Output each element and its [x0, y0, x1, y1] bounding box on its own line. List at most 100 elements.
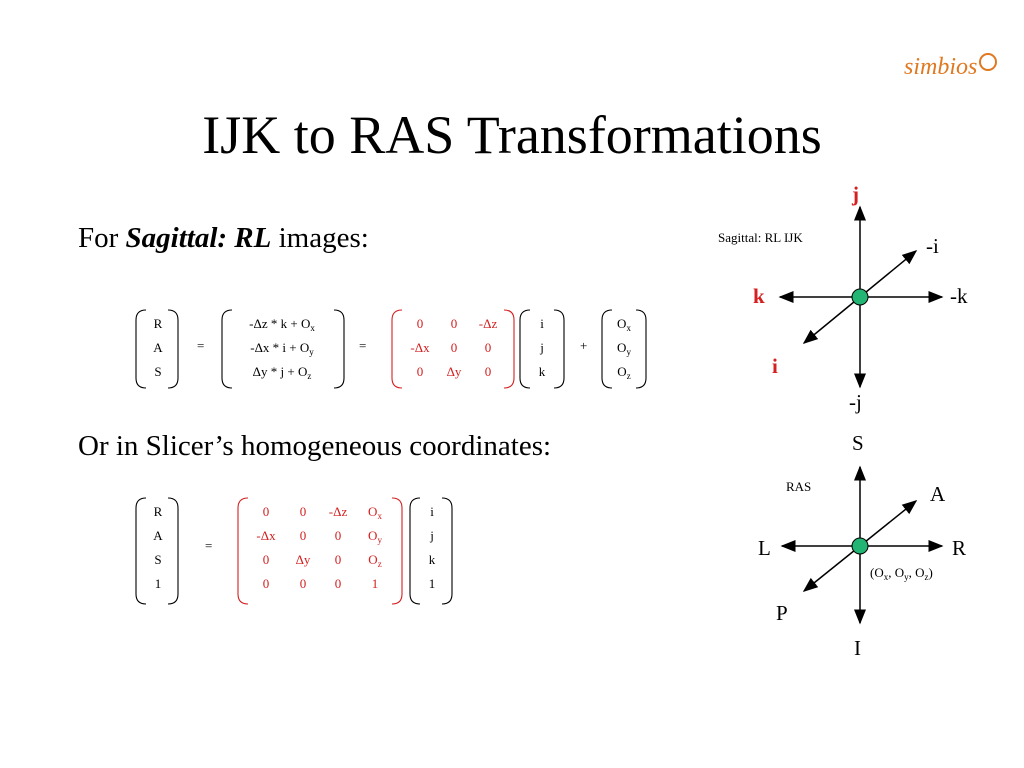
matrix-cell: -Δx	[256, 528, 276, 543]
ijk1-vector: i j k 1	[420, 500, 444, 596]
matrix-cell: 0	[334, 528, 342, 543]
label-k: k	[753, 284, 765, 308]
equals-sign: =	[205, 538, 213, 553]
matrix-cell: 0	[484, 340, 492, 355]
ijk-vector: i j k	[530, 312, 554, 384]
label-neg-i: -i	[926, 234, 939, 258]
origin-vector: Ox Oy Oz	[610, 312, 638, 384]
vector-cell: R	[153, 316, 163, 331]
expression-cell: -Δz * k + Ox	[226, 312, 338, 336]
vector-cell: 1	[154, 576, 162, 591]
expression-vector: -Δz * k + Ox -Δx * i + Oy Δy * j + Oz	[226, 312, 338, 384]
axis-i	[802, 296, 861, 344]
matrix-cell: 0	[484, 364, 492, 379]
expression-cell: Δy * j + Oz	[226, 360, 338, 384]
axis-A	[859, 500, 918, 547]
origin-label: (Ox, Oy, Oz)	[870, 565, 933, 582]
label-A: A	[930, 482, 946, 506]
label-S: S	[852, 431, 864, 455]
matrix-cell: -Δx	[410, 340, 430, 355]
ijk-axes-diagram: Sagittal: RL IJK j -i k -k i -j	[718, 182, 968, 414]
vector-cell: j	[540, 340, 544, 355]
origin-main: O	[617, 316, 627, 331]
axis-neg-i	[859, 250, 918, 298]
expression-cell: -Δx * i + Oy	[226, 336, 338, 360]
origin-sub: x	[626, 323, 631, 333]
matrix-cell: -Δz	[328, 504, 348, 519]
matrix-cell: 0	[262, 576, 270, 591]
vector-cell: 1	[428, 576, 436, 591]
vector-cell: i	[540, 316, 544, 331]
origin-main: O	[617, 364, 627, 379]
ras-caption: RAS	[786, 479, 811, 494]
vector-cell: A	[153, 528, 163, 543]
vector-cell: S	[154, 364, 162, 379]
label-P: P	[776, 601, 788, 625]
matrix-cell: 0	[299, 528, 307, 543]
matrix-cell: -Δz	[478, 316, 498, 331]
origin-cell: Oy	[610, 336, 638, 360]
matrix-cell: 0	[334, 552, 342, 567]
expr-sub: x	[310, 323, 315, 333]
matrix-cell: 0	[450, 316, 458, 331]
vector-cell: A	[153, 340, 163, 355]
matrix-cell: 1	[371, 576, 379, 591]
heading-emphasis: Sagittal: RL	[125, 222, 272, 254]
sagittal-equation: R A S = -Δz * k + Ox -Δx * i + Oy Δy * j…	[0, 300, 700, 400]
vector-cell: j	[430, 528, 434, 543]
origin-point	[851, 288, 869, 306]
matrix-cell: Δy	[446, 364, 462, 379]
origin-sub: z	[626, 371, 631, 381]
matrix-cell: 0	[299, 576, 307, 591]
ijk-caption: Sagittal: RL IJK	[718, 230, 803, 245]
origin-main: O	[368, 528, 378, 543]
matrix-cell: Oz	[360, 548, 390, 572]
origin-cell: Oz	[610, 360, 638, 384]
label-j: j	[851, 182, 859, 206]
ras-vector: R A S	[146, 312, 170, 384]
label-neg-k: -k	[950, 284, 968, 308]
equals-sign: =	[359, 338, 367, 353]
section2-heading: Or in Slicer’s homogeneous coordinates:	[78, 430, 552, 462]
label-i: i	[772, 354, 778, 378]
matrix-cell: 0	[262, 552, 270, 567]
page-title: IJK to RAS Transformations	[202, 105, 822, 165]
vector-cell: k	[538, 364, 546, 379]
equation2-brackets	[135, 497, 453, 605]
equation1-brackets	[135, 309, 647, 389]
label-L: L	[758, 536, 771, 560]
label-neg-j: -j	[849, 390, 862, 414]
matrix-cell: 0	[262, 504, 270, 519]
matrix-cell: 0	[416, 316, 424, 331]
origin-cell: Ox	[610, 312, 638, 336]
vector-cell: k	[428, 552, 436, 567]
matrix-cell: 0	[416, 364, 424, 379]
svg-text:simbios: simbios	[904, 54, 977, 80]
vector-cell: i	[430, 504, 434, 519]
origin-main: O	[617, 340, 627, 355]
section1-heading: For Sagittal: RL images:	[78, 220, 369, 256]
heading-prefix: For	[78, 222, 126, 254]
ras-axes-diagram: RAS S A L R P I (Ox, Oy, Oz)	[758, 431, 966, 660]
origin-sub: y	[626, 347, 631, 357]
expr-sub: z	[307, 371, 312, 381]
plus-sign: +	[580, 338, 588, 353]
matrix-cell: 0	[334, 576, 342, 591]
expr-sub: y	[309, 347, 314, 357]
origin-point	[851, 537, 869, 555]
label-I: I	[854, 636, 861, 660]
matrix-cell: Δy	[295, 552, 311, 567]
expr-main: Δy * j + O	[252, 364, 308, 379]
simbios-logo: simbios	[904, 53, 997, 80]
origin-sub: z	[377, 559, 382, 569]
origin-sub: y	[377, 535, 382, 545]
origin-main: O	[368, 504, 378, 519]
label-R: R	[952, 536, 966, 560]
ras1-vector: R A S 1	[146, 500, 170, 596]
expr-main: -Δx * i + O	[250, 340, 310, 355]
axis-P	[802, 545, 861, 592]
origin-sub: x	[377, 511, 382, 521]
matrix-cell: Oy	[360, 524, 390, 548]
matrix-cell: 0	[299, 504, 307, 519]
vector-cell: S	[154, 552, 162, 567]
